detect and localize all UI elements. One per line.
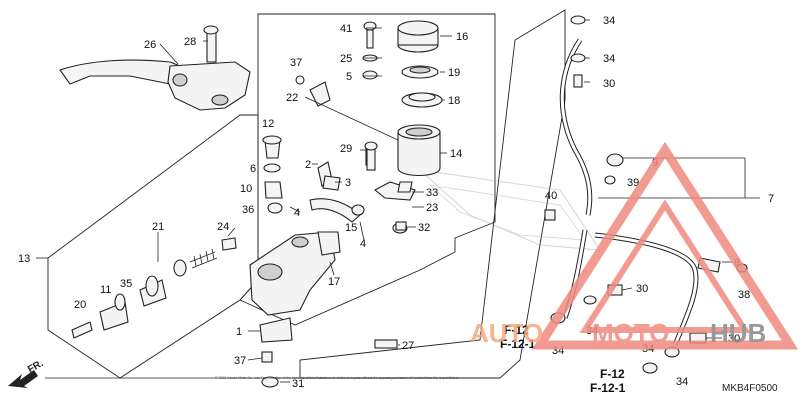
ref-f121-a: F-12-1 xyxy=(500,337,536,351)
label-30-a: 30 xyxy=(603,78,615,90)
label-3: 3 xyxy=(345,177,351,189)
watermark-text-hub: HUB xyxy=(710,318,766,348)
ref-f12-a: F-12 xyxy=(504,323,529,337)
label-12: 12 xyxy=(262,118,274,130)
leader-lines xyxy=(36,19,760,383)
pivot-bolt xyxy=(203,25,219,63)
copyright-notice: © 2023 Honda Motor Co., Ltd. Reproductio… xyxy=(215,376,459,380)
label-39: 39 xyxy=(627,177,639,189)
label-38: 38 xyxy=(738,289,750,301)
label-35: 35 xyxy=(120,278,132,290)
ref-f121-b: F-12-1 xyxy=(590,381,626,395)
hose-clip xyxy=(295,75,331,107)
hose-group-frame xyxy=(299,9,566,379)
label-11: 11 xyxy=(100,284,111,296)
front-direction-arrow xyxy=(8,370,38,388)
label-19: 19 xyxy=(448,67,460,79)
diaphragm xyxy=(401,92,443,108)
ref-f12-b: F-12 xyxy=(600,367,625,381)
diaphragm-plate xyxy=(401,65,439,79)
lever-group-frame xyxy=(47,114,259,379)
label-37-top: 37 xyxy=(290,57,302,69)
master-cylinder-body xyxy=(249,231,341,316)
label-24: 24 xyxy=(217,221,229,233)
label-22: 22 xyxy=(286,92,298,104)
label-18: 18 xyxy=(448,95,460,107)
watermark-text-moto: MOTO xyxy=(592,318,670,348)
reservoir-bracket xyxy=(374,181,416,201)
label-26: 26 xyxy=(144,39,156,51)
label-13: 13 xyxy=(18,253,30,265)
label-30-b: 30 xyxy=(636,283,648,295)
label-1: 1 xyxy=(236,326,242,338)
boot-and-bolt xyxy=(262,135,283,214)
label-7: 7 xyxy=(768,193,774,205)
label-41: 41 xyxy=(340,23,352,35)
label-40: 40 xyxy=(545,190,557,202)
watermark: AUTO MOTO HUB xyxy=(470,141,799,350)
label-34-a: 34 xyxy=(603,15,615,27)
label-37-bottom: 37 xyxy=(234,355,246,367)
label-33: 33 xyxy=(426,187,438,199)
label-36: 36 xyxy=(242,204,254,216)
label-15: 15 xyxy=(345,222,357,234)
label-27: 27 xyxy=(402,340,414,352)
label-4-upper: 4 xyxy=(294,207,300,219)
label-23: 23 xyxy=(426,202,438,214)
brake-switch xyxy=(259,317,293,343)
label-17: 17 xyxy=(328,276,340,288)
piston-assembly xyxy=(71,237,237,339)
label-28: 28 xyxy=(184,36,196,48)
reservoir-lower-bolt xyxy=(364,141,378,171)
part-labels: 26 28 41 25 5 16 19 18 14 37 22 12 29 2 … xyxy=(18,15,774,390)
brake-lever xyxy=(59,59,251,111)
label-5: 5 xyxy=(346,71,352,83)
label-10: 10 xyxy=(240,183,252,195)
label-29: 29 xyxy=(340,143,352,155)
watermark-text-auto: AUTO xyxy=(470,318,543,348)
reservoir-tank xyxy=(397,124,441,177)
label-32: 32 xyxy=(418,222,430,234)
reference-labels: F-12 F-12-1 F-12 F-12-1 xyxy=(500,323,626,395)
label-4-lower: 4 xyxy=(360,238,366,250)
label-31: 31 xyxy=(292,378,304,390)
diagram-code: MKB4F0500 xyxy=(722,383,778,394)
reservoir-cap xyxy=(397,20,439,53)
front-direction-label: FR. xyxy=(26,358,46,376)
reservoir-screw xyxy=(362,21,378,80)
label-20: 20 xyxy=(74,299,86,311)
label-25: 25 xyxy=(340,53,352,65)
honda-wing-logo xyxy=(418,169,602,251)
label-21: 21 xyxy=(152,221,164,233)
label-34-b: 34 xyxy=(603,53,615,65)
label-34-f: 34 xyxy=(676,376,688,388)
label-2: 2 xyxy=(305,159,311,171)
label-6: 6 xyxy=(250,163,256,175)
label-16: 16 xyxy=(456,31,468,43)
label-14: 14 xyxy=(450,148,462,160)
